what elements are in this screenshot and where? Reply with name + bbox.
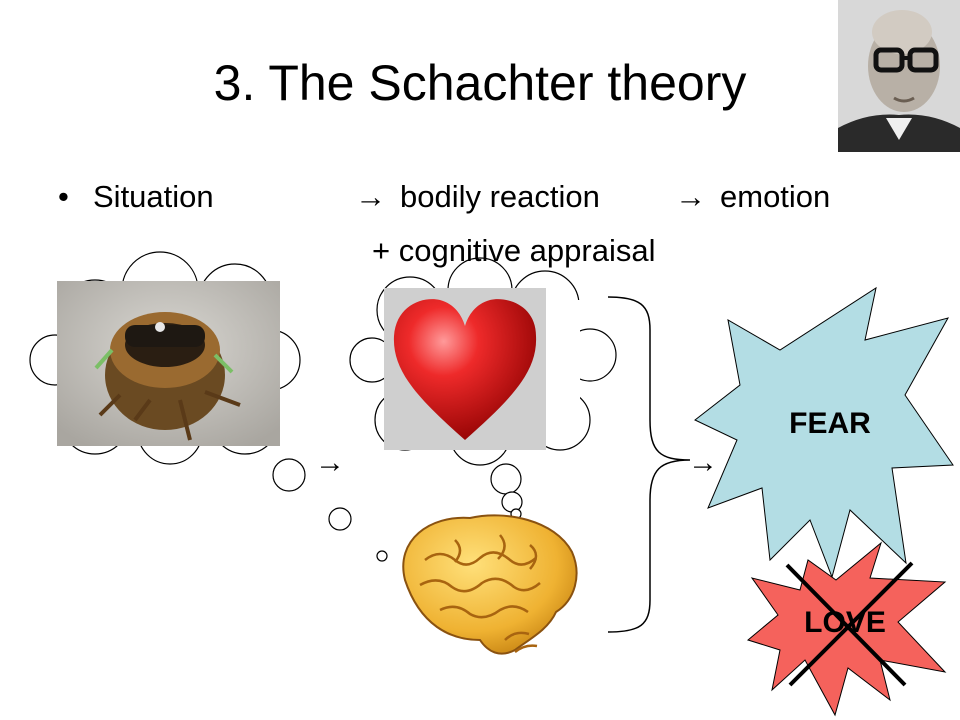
love-crossout-line-1: [785, 563, 907, 687]
fear-label: FEAR: [789, 407, 871, 440]
love-label: LOVE: [804, 606, 886, 639]
portrait-photo: [838, 0, 960, 152]
brace-connector: [607, 296, 691, 633]
cognitive-appraisal-text: + cognitive appraisal: [372, 233, 656, 268]
thought-bubbles-middle: [490, 463, 523, 520]
fear-starburst: [694, 286, 954, 579]
arrow-icon: →: [688, 446, 718, 479]
love-crossout-line-2: [788, 561, 914, 687]
arrow-icon: →: [315, 446, 345, 479]
emotion-text: emotion: [720, 179, 831, 214]
thought-bubbles-left: [272, 458, 388, 562]
bodily-reaction-text: bodily reaction: [400, 179, 600, 214]
bullet-marker: •: [58, 179, 69, 214]
brain-icon: [402, 514, 578, 655]
cicada-photo: [57, 281, 280, 446]
situation-text: Situation: [93, 179, 214, 214]
arrow-icon: →: [675, 179, 706, 214]
heart-icon: [384, 288, 546, 450]
arrow-icon: →: [355, 179, 386, 214]
slide-title: 3. The Schachter theory: [213, 55, 747, 111]
